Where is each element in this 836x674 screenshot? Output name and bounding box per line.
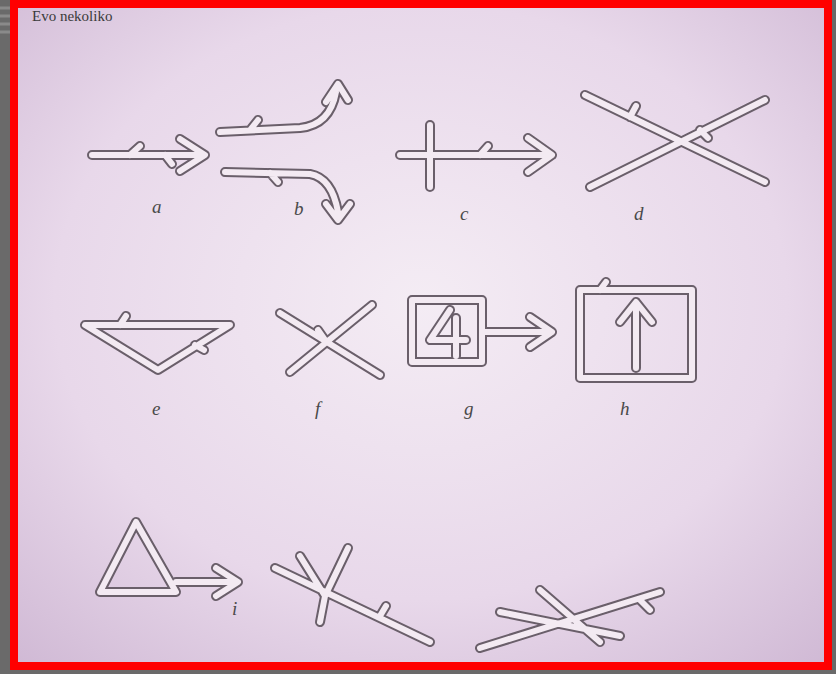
figure-letter: d — [634, 203, 644, 225]
figure-letter: i — [232, 598, 237, 620]
figure-letter: b — [294, 198, 304, 220]
figure-letter: a — [152, 196, 162, 218]
page-text: Evo nekoliko — [32, 8, 112, 25]
figure-letter: h — [620, 398, 630, 420]
figure-letter: c — [460, 203, 468, 225]
figure-letter: f — [315, 398, 320, 420]
figure-letter: e — [152, 398, 160, 420]
figure-letter: g — [464, 398, 474, 420]
